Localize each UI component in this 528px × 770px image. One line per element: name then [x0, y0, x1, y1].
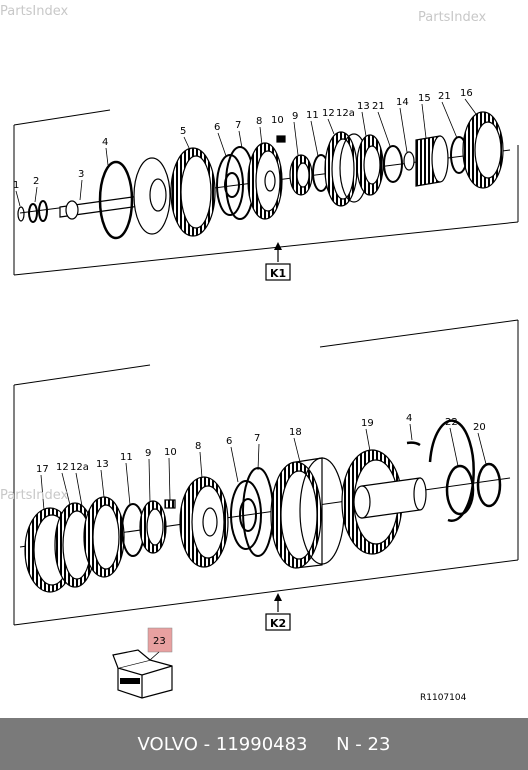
part-14-washer	[403, 151, 415, 171]
part-10-spring	[164, 499, 176, 509]
k1-parts	[17, 111, 504, 240]
k1-callout: 3	[78, 169, 84, 180]
k2-callout: 19	[361, 418, 374, 429]
k1-callout: 12a	[336, 108, 355, 119]
k1-callout: 8	[256, 116, 262, 127]
k2-callout: 18	[289, 427, 302, 438]
part-4-snap-ring	[98, 160, 134, 240]
k1-box-label: K1	[270, 267, 286, 280]
k2-callout: 12a	[70, 462, 89, 473]
k1-callout: 21	[372, 101, 385, 112]
part-6-ring	[216, 154, 244, 216]
k1-callout: 14	[396, 97, 409, 108]
k1-leaders	[15, 98, 477, 207]
footer-position: N - 23	[336, 733, 391, 755]
k1-callout: 9	[292, 111, 298, 122]
k2-callout: 11	[120, 452, 133, 463]
k1-callout: 7	[235, 120, 241, 131]
k1-callout: 6	[214, 122, 220, 133]
k2-callout: 22	[445, 417, 458, 428]
k2-leaders	[40, 423, 487, 511]
kit-label: 23	[153, 636, 166, 647]
footer-gap	[308, 734, 337, 755]
watermark: PartsIndex	[418, 10, 487, 25]
part-10-spring	[276, 135, 286, 143]
k2-callout: 7	[254, 433, 260, 444]
part-6-ring	[230, 480, 262, 550]
k2-frame	[13, 319, 519, 626]
kit-23	[112, 627, 173, 699]
part-2-ring-a	[28, 203, 38, 223]
k1-callout: 11	[306, 110, 319, 121]
part-22-ring	[445, 464, 475, 516]
k1-callout: 16	[460, 88, 473, 99]
k2-callout: 13	[96, 459, 109, 470]
exploded-parts-diagram: 1 2 3 4 5 6 7 8 10 9 11 12 12a 13 21 14 …	[13, 88, 519, 703]
k2-callouts: 17 12 12a 13 11 9 10 8 6 7 18 19 4 22 20	[36, 413, 486, 475]
k1-callout: 1	[13, 180, 19, 191]
k2-box-label: K2	[270, 617, 286, 630]
part-20-ring	[476, 462, 502, 508]
k1-callouts: 1 2 3 4 5 6 7 8 10 9 11 12 12a 13 21 14 …	[13, 88, 473, 191]
k1-callout: 21	[438, 91, 451, 102]
part-21-ring	[383, 145, 403, 183]
part-2-ring-b	[38, 200, 48, 222]
footer-part-number: 11990483	[215, 733, 308, 755]
footer-brand: VOLVO	[137, 733, 198, 755]
k2-callout: 6	[226, 436, 232, 447]
k1-callout: 12	[322, 108, 335, 119]
k2-callout: 10	[164, 447, 177, 458]
watermark: PartsIndex	[0, 4, 69, 19]
footer-separator: -	[197, 733, 216, 755]
k2-callout: 12	[56, 462, 69, 473]
k1-callout: 5	[180, 126, 186, 137]
watermark: PartsIndex	[0, 488, 69, 503]
k2-callout: 20	[473, 422, 486, 433]
drawing-reference: R1107104	[420, 693, 467, 703]
k2-parts	[24, 419, 502, 593]
k1-callout: 4	[102, 137, 108, 148]
k2-callout: 4	[406, 413, 412, 424]
k2-callout: 17	[36, 464, 49, 475]
k1-callout: 13	[357, 101, 370, 112]
part-1-ring	[17, 206, 25, 222]
k1-callout: 15	[418, 93, 431, 104]
k1-callout: 10	[271, 115, 284, 126]
k2-callout: 8	[195, 441, 201, 452]
k1-callout: 2	[33, 176, 39, 187]
k1-arrow	[265, 242, 291, 281]
part-footer-bar: VOLVO - 11990483 N - 23	[0, 718, 528, 770]
k2-arrow	[265, 593, 291, 631]
k2-callout: 9	[145, 448, 151, 459]
